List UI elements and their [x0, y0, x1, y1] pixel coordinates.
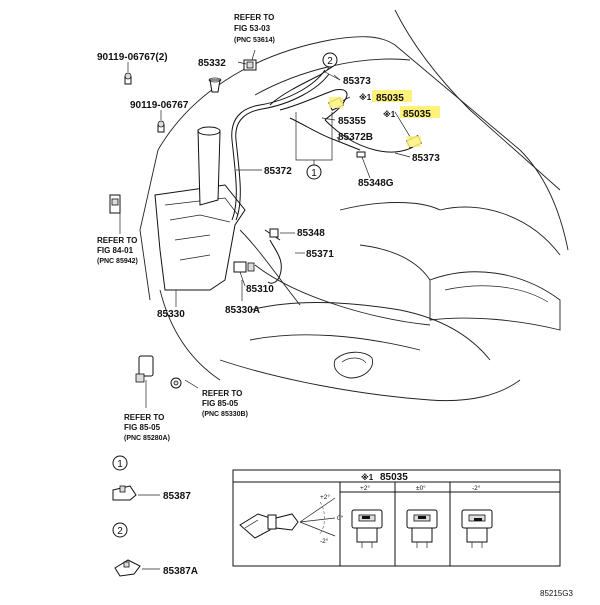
part-label-85035-a: 85035 [376, 93, 404, 104]
svg-text:1: 1 [117, 459, 123, 470]
svg-text:FIG 85-05: FIG 85-05 [202, 399, 239, 408]
svg-text:REFER TO: REFER TO [234, 13, 274, 22]
svg-text:FIG 84-01: FIG 84-01 [97, 246, 134, 255]
svg-text:REFER TO: REFER TO [202, 389, 242, 398]
svg-text:(PNC 85280A): (PNC 85280A) [124, 435, 170, 442]
part-label-85330a: 85330A [225, 305, 260, 316]
highlight-nozzle-b [407, 136, 421, 147]
callout-2-circle [322, 52, 338, 68]
nozzle-variant-minus2 [461, 509, 493, 548]
part-label-85372b: 85372B [338, 132, 373, 143]
refer-fig-84-01: REFER TO FIG 84-01 (PNC 85942) [97, 236, 138, 265]
car-body-outline [139, 9, 569, 402]
refer-fig-85-05-85280a: REFER TO FIG 85-05 (PNC 85280A) [124, 413, 170, 442]
part-label-85371: 85371 [306, 249, 334, 260]
inset-angle-zero: 0° [337, 514, 344, 522]
svg-text:REFER TO: REFER TO [124, 413, 164, 422]
legend-2-circle [112, 522, 128, 538]
clip-85387-icon [112, 485, 137, 501]
washer-tank [154, 77, 246, 291]
inset-angle-minus: -2° [320, 537, 329, 545]
part-label-90119-06767: 90119-06767 [130, 100, 189, 111]
svg-text:(PNC 53614): (PNC 53614) [234, 37, 275, 44]
part-label-85373-right: 85373 [412, 153, 440, 164]
part-label-85373-top: 85373 [343, 76, 371, 87]
svg-text:(PNC 85942): (PNC 85942) [97, 258, 138, 265]
part-label-85355: 85355 [338, 116, 366, 127]
washer-hoses [231, 64, 416, 284]
svg-text:(PNC 85330B): (PNC 85330B) [202, 411, 248, 418]
ref-symbol-a: ※1 [359, 92, 372, 102]
svg-text:FIG 85-05: FIG 85-05 [124, 423, 161, 432]
part-label-85332: 85332 [198, 58, 226, 69]
part-label-85348g: 85348G [358, 178, 394, 189]
refer-to-labels: REFER TO FIG 53-03 (PNC 53614) REFER TO … [97, 13, 275, 442]
callout-2-text: 2 [327, 56, 333, 67]
svg-text:2: 2 [117, 526, 123, 537]
part-label-85387a: 85387A [163, 566, 198, 577]
nozzle-variant-zero [406, 509, 438, 548]
nozzle-side-view: +2° 0° -2° [239, 493, 344, 545]
ref-symbol-b: ※1 [383, 109, 396, 119]
callout-markers: 2 1 [306, 52, 338, 180]
inset-title-part: 85035 [380, 472, 408, 483]
nozzle-variant-plus2 [351, 509, 383, 548]
legend-1-circle [112, 455, 128, 471]
inset-col-minus2: -2° [472, 484, 481, 492]
svg-text:FIG 53-03: FIG 53-03 [234, 24, 271, 33]
refer-fig-53-03: REFER TO FIG 53-03 (PNC 53614) [234, 13, 275, 44]
inset-col-zero: ±0° [416, 484, 426, 492]
inset-ref-symbol: ※1 [361, 472, 374, 482]
inset-col-plus2: +2° [360, 484, 370, 492]
highlight-85035-a [372, 90, 412, 102]
part-label-85348: 85348 [297, 228, 325, 239]
part-label-85310: 85310 [246, 284, 274, 295]
part-label-85330: 85330 [157, 309, 185, 320]
part-label-85035-b: 85035 [403, 109, 431, 120]
clip-85387a-icon [114, 559, 141, 577]
part-label-85372: 85372 [264, 166, 292, 177]
inset-angle-plus: +2° [320, 493, 330, 501]
refer-fig-85-05-85330b: REFER TO FIG 85-05 (PNC 85330B) [202, 389, 248, 418]
nozzle-angle-inset: ※1 85035 +2° ±0° -2° +2° 0° -2° [232, 469, 561, 567]
legend-section: 1 85387 2 85387A [112, 455, 198, 577]
part-label-90119-06767-2: 90119-06767(2) [97, 52, 168, 63]
part-number-labels: 90119-06767(2) 90119-06767 85332 85373 ※… [97, 52, 440, 320]
highlight-nozzle-a [329, 97, 343, 108]
part-label-85387: 85387 [163, 491, 191, 502]
highlight-85035-b [400, 106, 440, 118]
callout-1-circle [306, 164, 322, 180]
leader-lines [119, 49, 413, 408]
diagram-code: 85215G3 [540, 589, 573, 598]
callout-1-text: 1 [311, 168, 317, 179]
svg-text:REFER TO: REFER TO [97, 236, 137, 245]
